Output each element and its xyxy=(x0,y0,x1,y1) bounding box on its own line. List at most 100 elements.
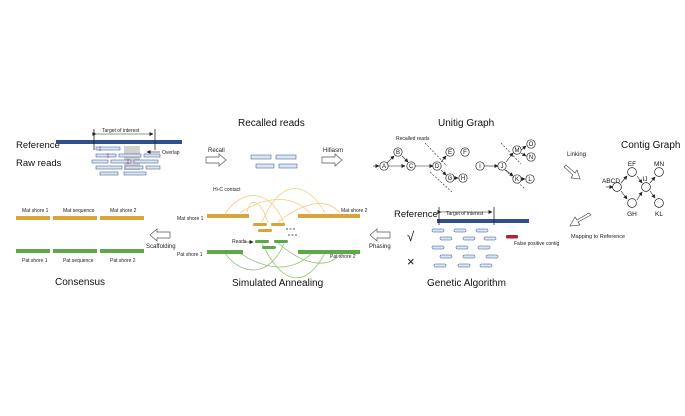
linking-arrow-icon xyxy=(563,164,581,180)
reference-ga-bar xyxy=(437,219,529,223)
raw-read xyxy=(133,159,159,164)
contig-read xyxy=(431,245,445,250)
read-markers xyxy=(99,146,129,164)
pat-shore-1-sa-bar xyxy=(207,250,243,254)
recall-step: Recall xyxy=(205,148,227,167)
mat-shore-2-bar xyxy=(100,216,144,220)
unitig-node-a xyxy=(379,161,389,171)
cut-line xyxy=(504,169,526,190)
contig-node-kl-label: KL xyxy=(655,211,663,218)
unitig-node-e-label: E xyxy=(448,150,452,156)
unitig-node-l xyxy=(525,174,535,184)
unitig-node-d-label: D xyxy=(435,164,440,170)
recalled-reads-small-label: Recalled reads xyxy=(396,136,430,142)
genetic-algorithm-panel: Reference Target of interest √ × False p… xyxy=(394,207,560,289)
contig-read xyxy=(475,228,489,233)
scaffolding-step: Scaffolding xyxy=(146,228,176,250)
cut-line xyxy=(424,142,448,167)
cut-line xyxy=(429,171,453,193)
mat-shore-2-sa-bar xyxy=(298,214,360,218)
scaffolding-arrow-icon xyxy=(149,228,171,242)
raw-read xyxy=(99,171,119,176)
pat-shore-2-bar xyxy=(100,249,144,253)
contig-read xyxy=(453,228,467,233)
pat-shore-1-sa-label: Pat shore 1 xyxy=(177,252,203,258)
pat-contact-curves xyxy=(224,240,343,279)
contig-read xyxy=(462,236,476,241)
mat-shore-1-bar xyxy=(16,216,50,220)
raw-read xyxy=(95,153,117,158)
hifiasm-step: Hifiasm xyxy=(321,148,343,167)
reads-label: Reads xyxy=(232,239,247,245)
unitig-node-f-label: F xyxy=(463,150,467,156)
mat-sequence-label: Mat sequence xyxy=(63,208,95,214)
mapping-to-reference-label: Mapping to Reference xyxy=(571,234,625,240)
false-positive-contig-label: False positive contig xyxy=(514,241,560,247)
linking-step: Linking xyxy=(563,152,586,180)
unitig-graph-panel: Unitig Graph Recalled reads xyxy=(373,118,536,193)
mat-sequence-bar xyxy=(53,216,97,220)
unitig-node-j-label: J xyxy=(501,164,504,170)
raw-read xyxy=(91,159,109,164)
hic-contact-curves xyxy=(224,188,341,227)
reference-ga-label: Reference xyxy=(394,209,438,220)
unitig-node-o-label: O xyxy=(529,142,534,148)
check-mark-icon: √ xyxy=(407,229,415,244)
genetic-algorithm-title: Genetic Algorithm xyxy=(427,278,506,289)
pat-shore-2-sa-bar xyxy=(298,250,360,254)
unitig-node-g-label: G xyxy=(448,176,453,182)
linking-label: Linking xyxy=(567,152,586,158)
mat-shore-2-sa-label: Mat shore 2 xyxy=(341,208,368,214)
contig-node-ij xyxy=(641,182,651,192)
raw-read xyxy=(95,165,123,170)
contig-read xyxy=(483,236,497,241)
phasing-label: Phasing xyxy=(369,244,391,250)
contig-read xyxy=(431,228,445,233)
contig-node-mn xyxy=(654,167,664,177)
mapping-step: Mapping to Reference xyxy=(569,212,625,240)
contig-read xyxy=(433,263,447,268)
unitig-node-k xyxy=(512,174,522,184)
contig-node-ef-label: EF xyxy=(628,161,636,168)
unitig-node-g xyxy=(445,173,455,183)
cross-mark-icon: × xyxy=(407,254,415,269)
recalled-read xyxy=(278,163,298,169)
simulated-annealing-panel: Hi-C contact Mat shore 1 Mat shore 2 Pat… xyxy=(177,187,368,289)
contig-read xyxy=(462,254,476,259)
pat-shore-2-sa-label: Pat shore 2 xyxy=(330,254,356,260)
contig-read xyxy=(479,263,493,268)
contig-node-kl xyxy=(654,198,664,208)
pat-sequence-bar xyxy=(53,249,97,253)
raw-read-set xyxy=(91,146,161,176)
consensus-panel: Mat shore 1 Mat sequence Mat shore 2 Pat… xyxy=(16,208,144,288)
hic-contact-label: Hi-C contact xyxy=(213,187,241,193)
recalled-read xyxy=(255,163,275,169)
contig-read xyxy=(485,254,499,259)
contig-node-mn-label: MN xyxy=(654,161,664,168)
recalled-reads-title: Recalled reads xyxy=(238,118,305,129)
pat-shore-1-label: Pat shore 1 xyxy=(22,258,48,264)
contig-node-abcd-label: ABCD xyxy=(602,178,620,185)
unitig-node-a-label: A xyxy=(382,164,386,170)
unitig-node-h xyxy=(458,173,468,183)
unitig-node-b-label: B xyxy=(396,150,400,156)
raw-read xyxy=(124,165,144,170)
unitig-node-c xyxy=(406,161,416,171)
mapping-arrow-icon xyxy=(569,212,592,227)
unitig-node-i xyxy=(475,161,485,171)
pat-shore-1-bar xyxy=(16,249,50,253)
phasing-step: Phasing xyxy=(369,228,391,250)
contig-node-abcd xyxy=(612,182,622,192)
scaffolding-label: Scaffolding xyxy=(146,244,176,250)
mat-shore-1-sa-label: Mat shore 1 xyxy=(177,216,204,222)
contig-node-ij-label: IJ xyxy=(642,176,647,183)
unitig-node-m xyxy=(512,145,522,155)
unitig-node-i-label: I xyxy=(479,164,481,170)
recall-arrow-icon xyxy=(205,153,227,167)
mat-shore-1-label: Mat shore 1 xyxy=(22,208,49,214)
contig-graph-title: Contig Graph xyxy=(621,140,680,151)
mat-shore-2-label: Mat shore 2 xyxy=(110,208,137,214)
raw-reads-panel: Reference Raw reads Target of interest O… xyxy=(16,128,182,176)
unitig-graph-title: Unitig Graph xyxy=(438,118,494,129)
unitig-node-c-label: C xyxy=(409,164,414,170)
